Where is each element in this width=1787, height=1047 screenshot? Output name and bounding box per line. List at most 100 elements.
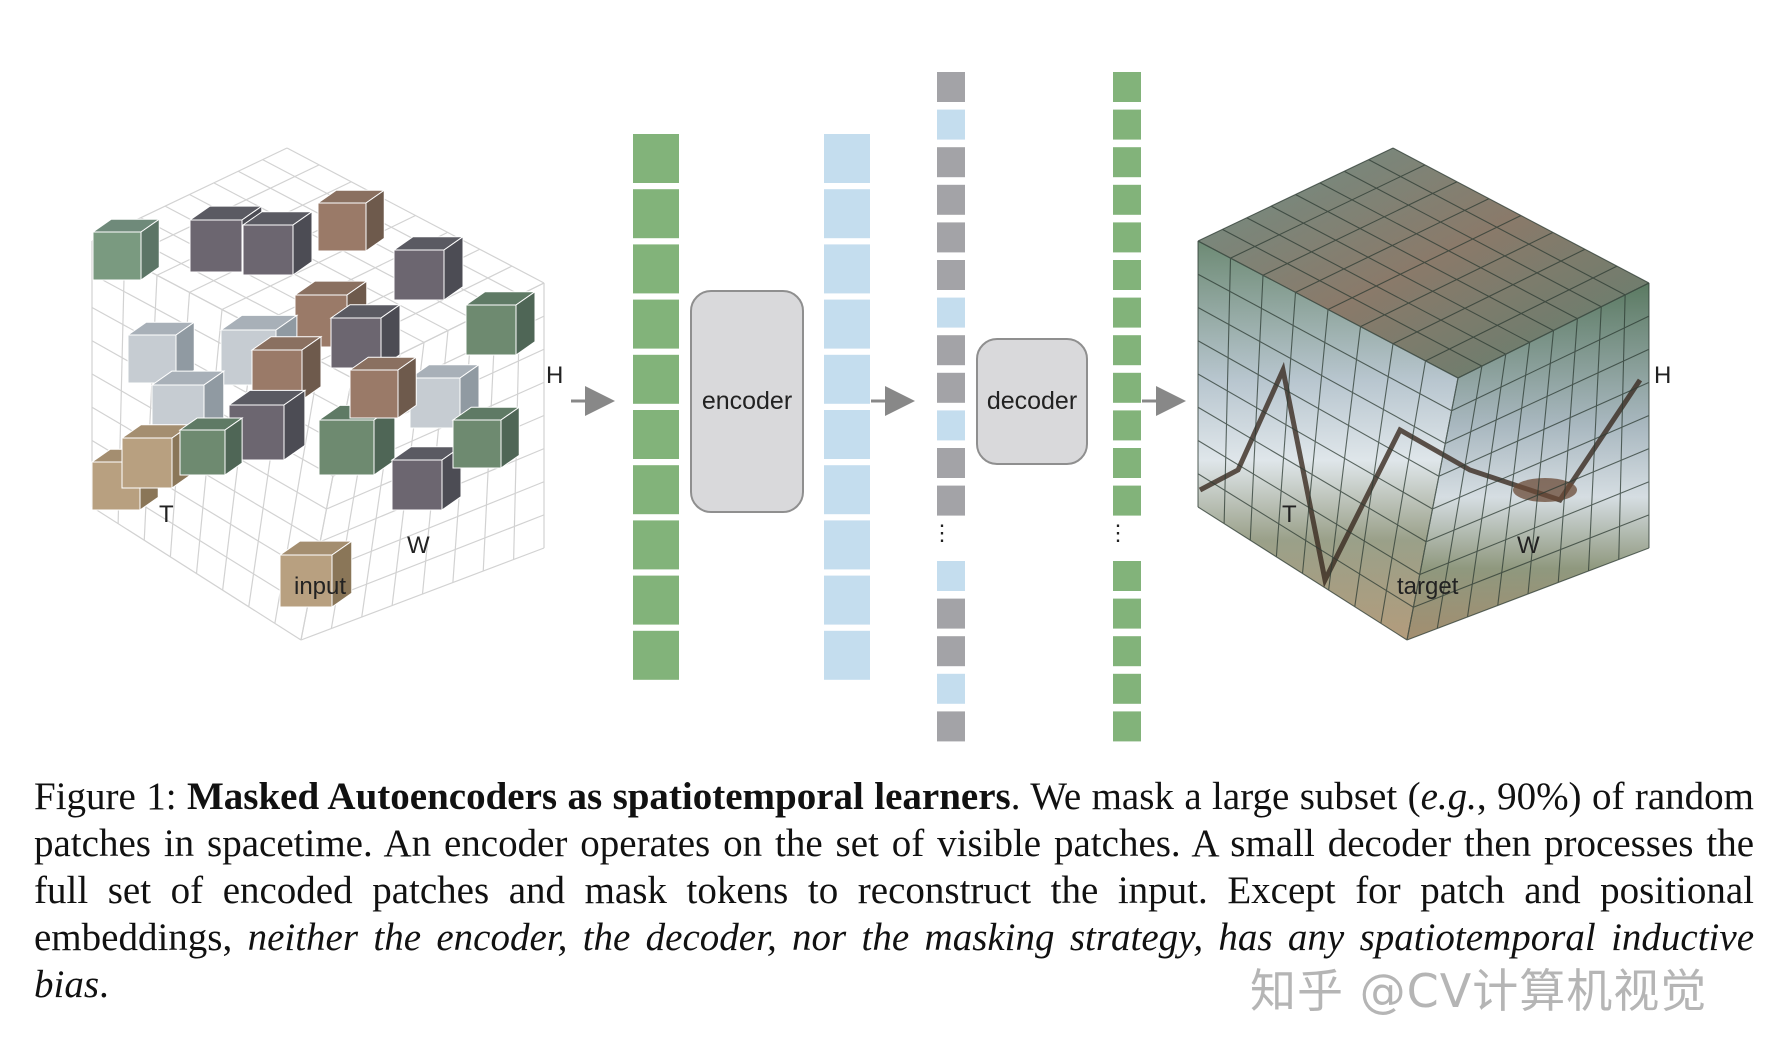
caption-end: .: [99, 963, 109, 1006]
masked-patch: [224, 417, 243, 476]
visible-token: [631, 187, 681, 241]
output-token: [1111, 671, 1143, 706]
axis-t-input: T: [159, 501, 174, 528]
masked-patch: [140, 218, 160, 281]
full-token: [935, 258, 967, 292]
encoded-token-column: [822, 132, 872, 682]
target-cube: [1197, 147, 1650, 641]
output-token: [1111, 596, 1143, 631]
encoder-label: encoder: [702, 387, 792, 415]
visible-token: [631, 463, 681, 517]
decoder-block: decoder: [976, 338, 1088, 465]
output-token: [1111, 220, 1143, 255]
visible-token: [631, 408, 681, 461]
visible-patch: [189, 219, 243, 273]
visible-patch: [393, 249, 445, 301]
axis-h-target: H: [1654, 362, 1671, 389]
output-token: [1111, 333, 1143, 368]
visible-patch: [452, 419, 502, 469]
output-token: [1111, 559, 1143, 593]
masked-patch: [500, 406, 520, 469]
masked-patch: [443, 235, 464, 301]
encoded-token: [822, 408, 872, 461]
masked-patch: [301, 335, 322, 401]
masked-patch: [175, 321, 195, 384]
caption-text-2: , 90%) of random patches in spacetime. A…: [34, 775, 1754, 959]
target-label: target: [1397, 573, 1459, 600]
visible-token: [631, 352, 681, 406]
encoded-token: [822, 352, 872, 406]
axis-w-target: W: [1517, 532, 1540, 559]
ellipsis-full: ⋮: [931, 520, 953, 545]
caption-text-1: . We mask a large subset (: [1010, 775, 1421, 818]
input-label: input: [294, 573, 346, 600]
visible-patch: [121, 437, 173, 489]
output-token: [1111, 446, 1143, 480]
full-token: [935, 671, 967, 706]
visible-patch: [179, 429, 226, 476]
full-token: [935, 333, 967, 368]
output-token: [1111, 709, 1143, 744]
axis-t-target: T: [1282, 501, 1297, 528]
axis-h-input: H: [546, 362, 563, 389]
full-token: [935, 446, 967, 480]
output-token: [1111, 70, 1143, 104]
full-token: [935, 70, 967, 104]
visible-patch: [92, 231, 142, 281]
encoded-token: [822, 463, 872, 517]
full-token: [935, 107, 967, 142]
masked-patch: [515, 290, 536, 356]
output-token: [1111, 182, 1143, 217]
visible-token: [631, 628, 681, 682]
full-token: [935, 145, 967, 180]
full-token: [935, 596, 967, 631]
full-token: [935, 370, 967, 405]
full-token: [935, 559, 967, 593]
output-token: [1111, 107, 1143, 142]
output-token: [1111, 258, 1143, 292]
visible-token-column: [631, 132, 681, 682]
full-token: [935, 295, 967, 330]
visible-patch: [465, 304, 517, 356]
full-token: [935, 182, 967, 217]
axis-w-input: W: [407, 532, 430, 559]
visible-token: [631, 573, 681, 627]
figure-number: Figure 1:: [34, 775, 177, 818]
visible-patch: [409, 377, 461, 429]
visible-token: [631, 242, 681, 296]
masked-patch: [292, 210, 313, 276]
caption-eg: e.g.: [1420, 775, 1477, 818]
masked-patch: [397, 356, 417, 419]
encoded-token: [822, 132, 872, 185]
visible-patch: [318, 419, 375, 476]
visible-token: [631, 518, 681, 572]
masked-patch: [283, 389, 306, 461]
output-token: [1111, 295, 1143, 330]
full-token: [935, 483, 967, 518]
encoded-token: [822, 242, 872, 296]
caption-italic-end: neither the encoder, the decoder, nor th…: [34, 916, 1755, 1006]
full-token: [935, 220, 967, 255]
encoded-token: [822, 518, 872, 572]
input-cube: [90, 147, 545, 641]
masked-patch: [331, 540, 353, 608]
full-token: [935, 634, 967, 669]
full-token-column: [935, 70, 967, 744]
mae-figure: input T W H encoder ⋮ decoder ⋮ target T…: [90, 70, 1671, 744]
visible-token: [631, 297, 681, 351]
output-token: [1111, 145, 1143, 180]
encoded-token: [822, 187, 872, 241]
masked-patch: [365, 189, 385, 252]
full-token: [935, 709, 967, 744]
visible-patch: [391, 459, 443, 511]
visible-patch: [242, 224, 294, 276]
decoder-label: decoder: [987, 387, 1077, 415]
figure-caption: Figure 1: Masked Autoencoders as spatiot…: [34, 773, 1754, 1008]
visible-patch: [317, 202, 367, 252]
caption-title: Masked Autoencoders as spatiotemporal le…: [187, 775, 1011, 818]
ellipsis-out: ⋮: [1107, 520, 1129, 545]
visible-patch: [349, 369, 399, 419]
encoded-token: [822, 628, 872, 682]
output-token-column: [1111, 70, 1143, 744]
full-token: [935, 408, 967, 443]
